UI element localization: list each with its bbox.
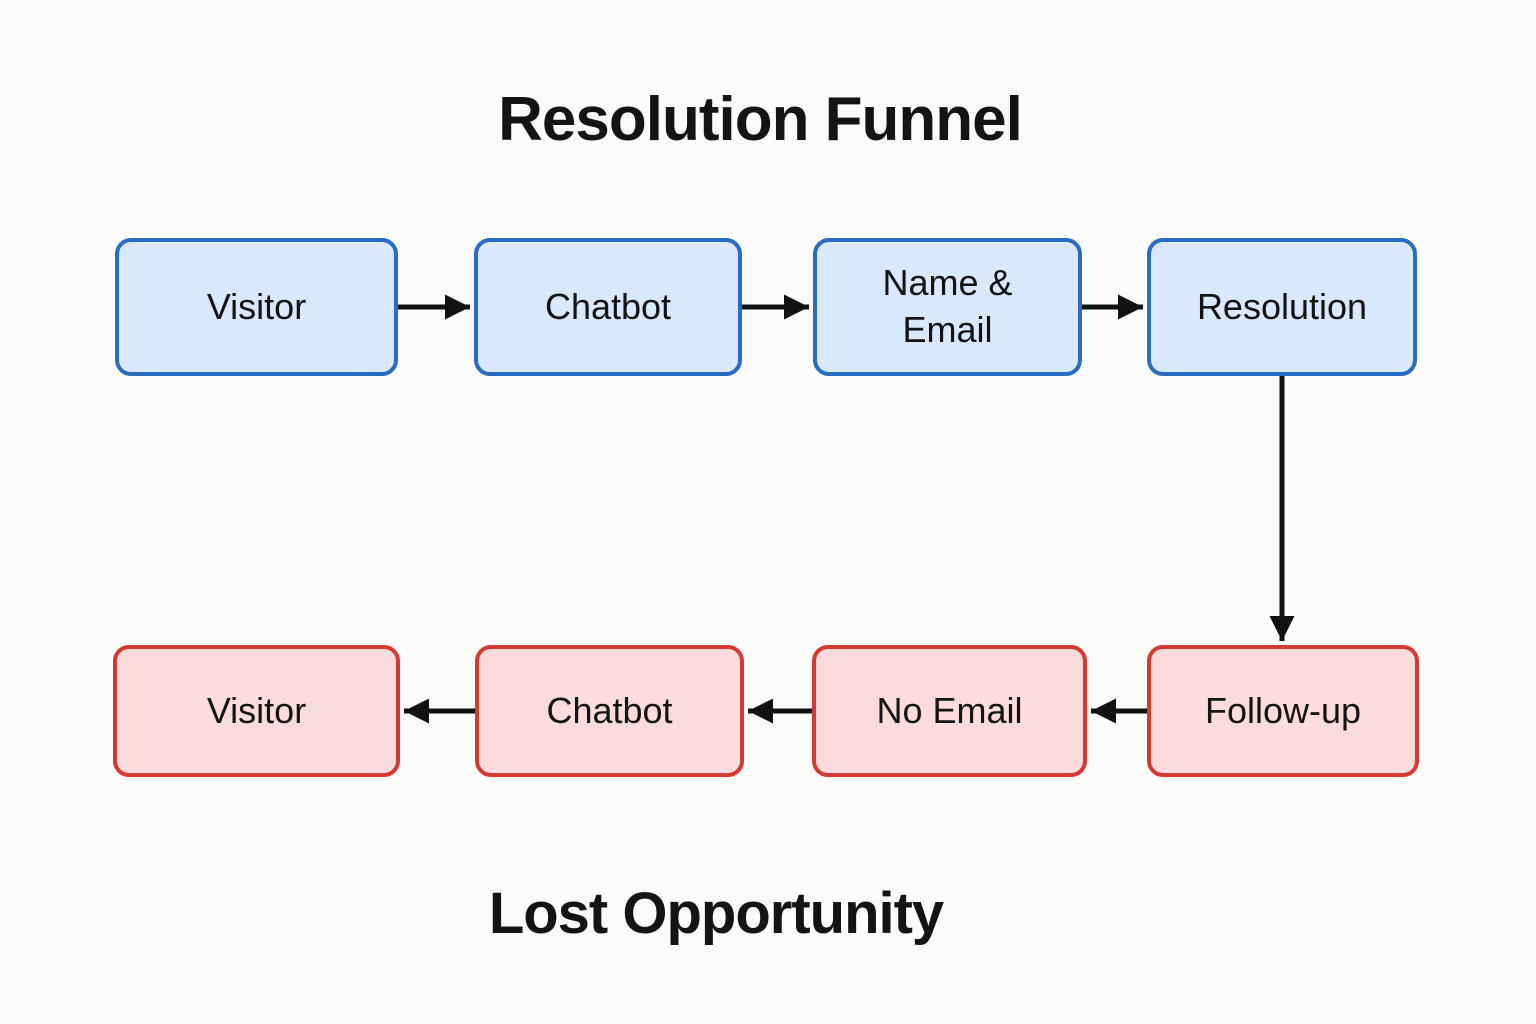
node-label: Follow-up bbox=[1204, 689, 1362, 731]
node-label: Visitor bbox=[206, 285, 307, 327]
node-no-email: No Email bbox=[812, 645, 1087, 777]
diagram-subtitle: Lost Opportunity bbox=[488, 881, 944, 946]
node-resolution: Resolution bbox=[1147, 238, 1417, 376]
node-name-email: Name & Email bbox=[813, 238, 1082, 376]
node-label: Chatbot bbox=[546, 689, 673, 731]
node-label: No Email bbox=[876, 689, 1023, 731]
node-label: Name & Email bbox=[882, 262, 1013, 350]
node-visitor-top: Visitor bbox=[115, 238, 398, 376]
node-follow-up: Follow-up bbox=[1147, 645, 1419, 777]
node-chatbot-bottom: Chatbot bbox=[475, 645, 744, 777]
node-label: Visitor bbox=[206, 689, 307, 731]
node-visitor-bottom: Visitor bbox=[113, 645, 400, 777]
node-chatbot-top: Chatbot bbox=[474, 238, 742, 376]
node-label: Resolution bbox=[1196, 285, 1368, 327]
diagram-title: Resolution Funnel bbox=[498, 85, 1023, 154]
node-label: Chatbot bbox=[544, 285, 672, 327]
